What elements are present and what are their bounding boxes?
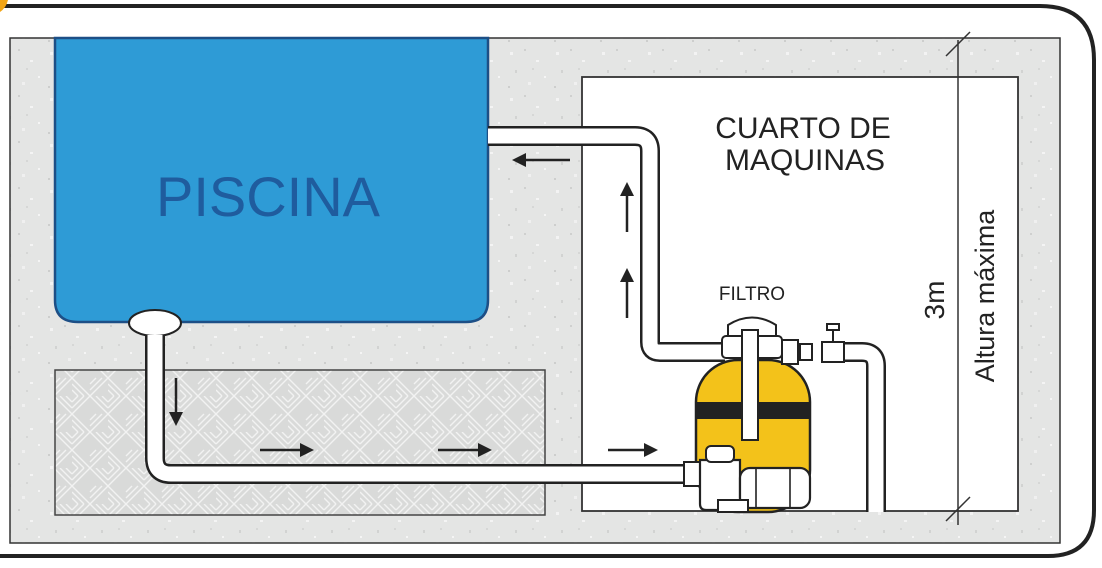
filter-label: FILTRO <box>719 284 785 305</box>
valve-icon <box>781 323 845 365</box>
pool-label: PISCINA <box>156 165 381 228</box>
height-dimension <box>945 31 971 525</box>
arrow-up-icon <box>620 182 634 318</box>
height-caption-label: Altura máxima <box>970 209 1000 383</box>
pump-icon <box>683 445 812 513</box>
height-value-label: 3m <box>919 281 950 320</box>
bottom-drain <box>128 309 182 337</box>
arrow-right-icon <box>260 443 658 457</box>
arrow-down-icon <box>169 378 183 426</box>
pool <box>53 36 490 324</box>
machine-room-label-line2: MAQUINAS <box>725 144 885 177</box>
corner-accent <box>0 0 8 12</box>
arrow-left-icon <box>512 153 570 167</box>
machine-room-label-line1: CUARTO DE <box>715 112 891 145</box>
underground-zone <box>54 369 546 516</box>
